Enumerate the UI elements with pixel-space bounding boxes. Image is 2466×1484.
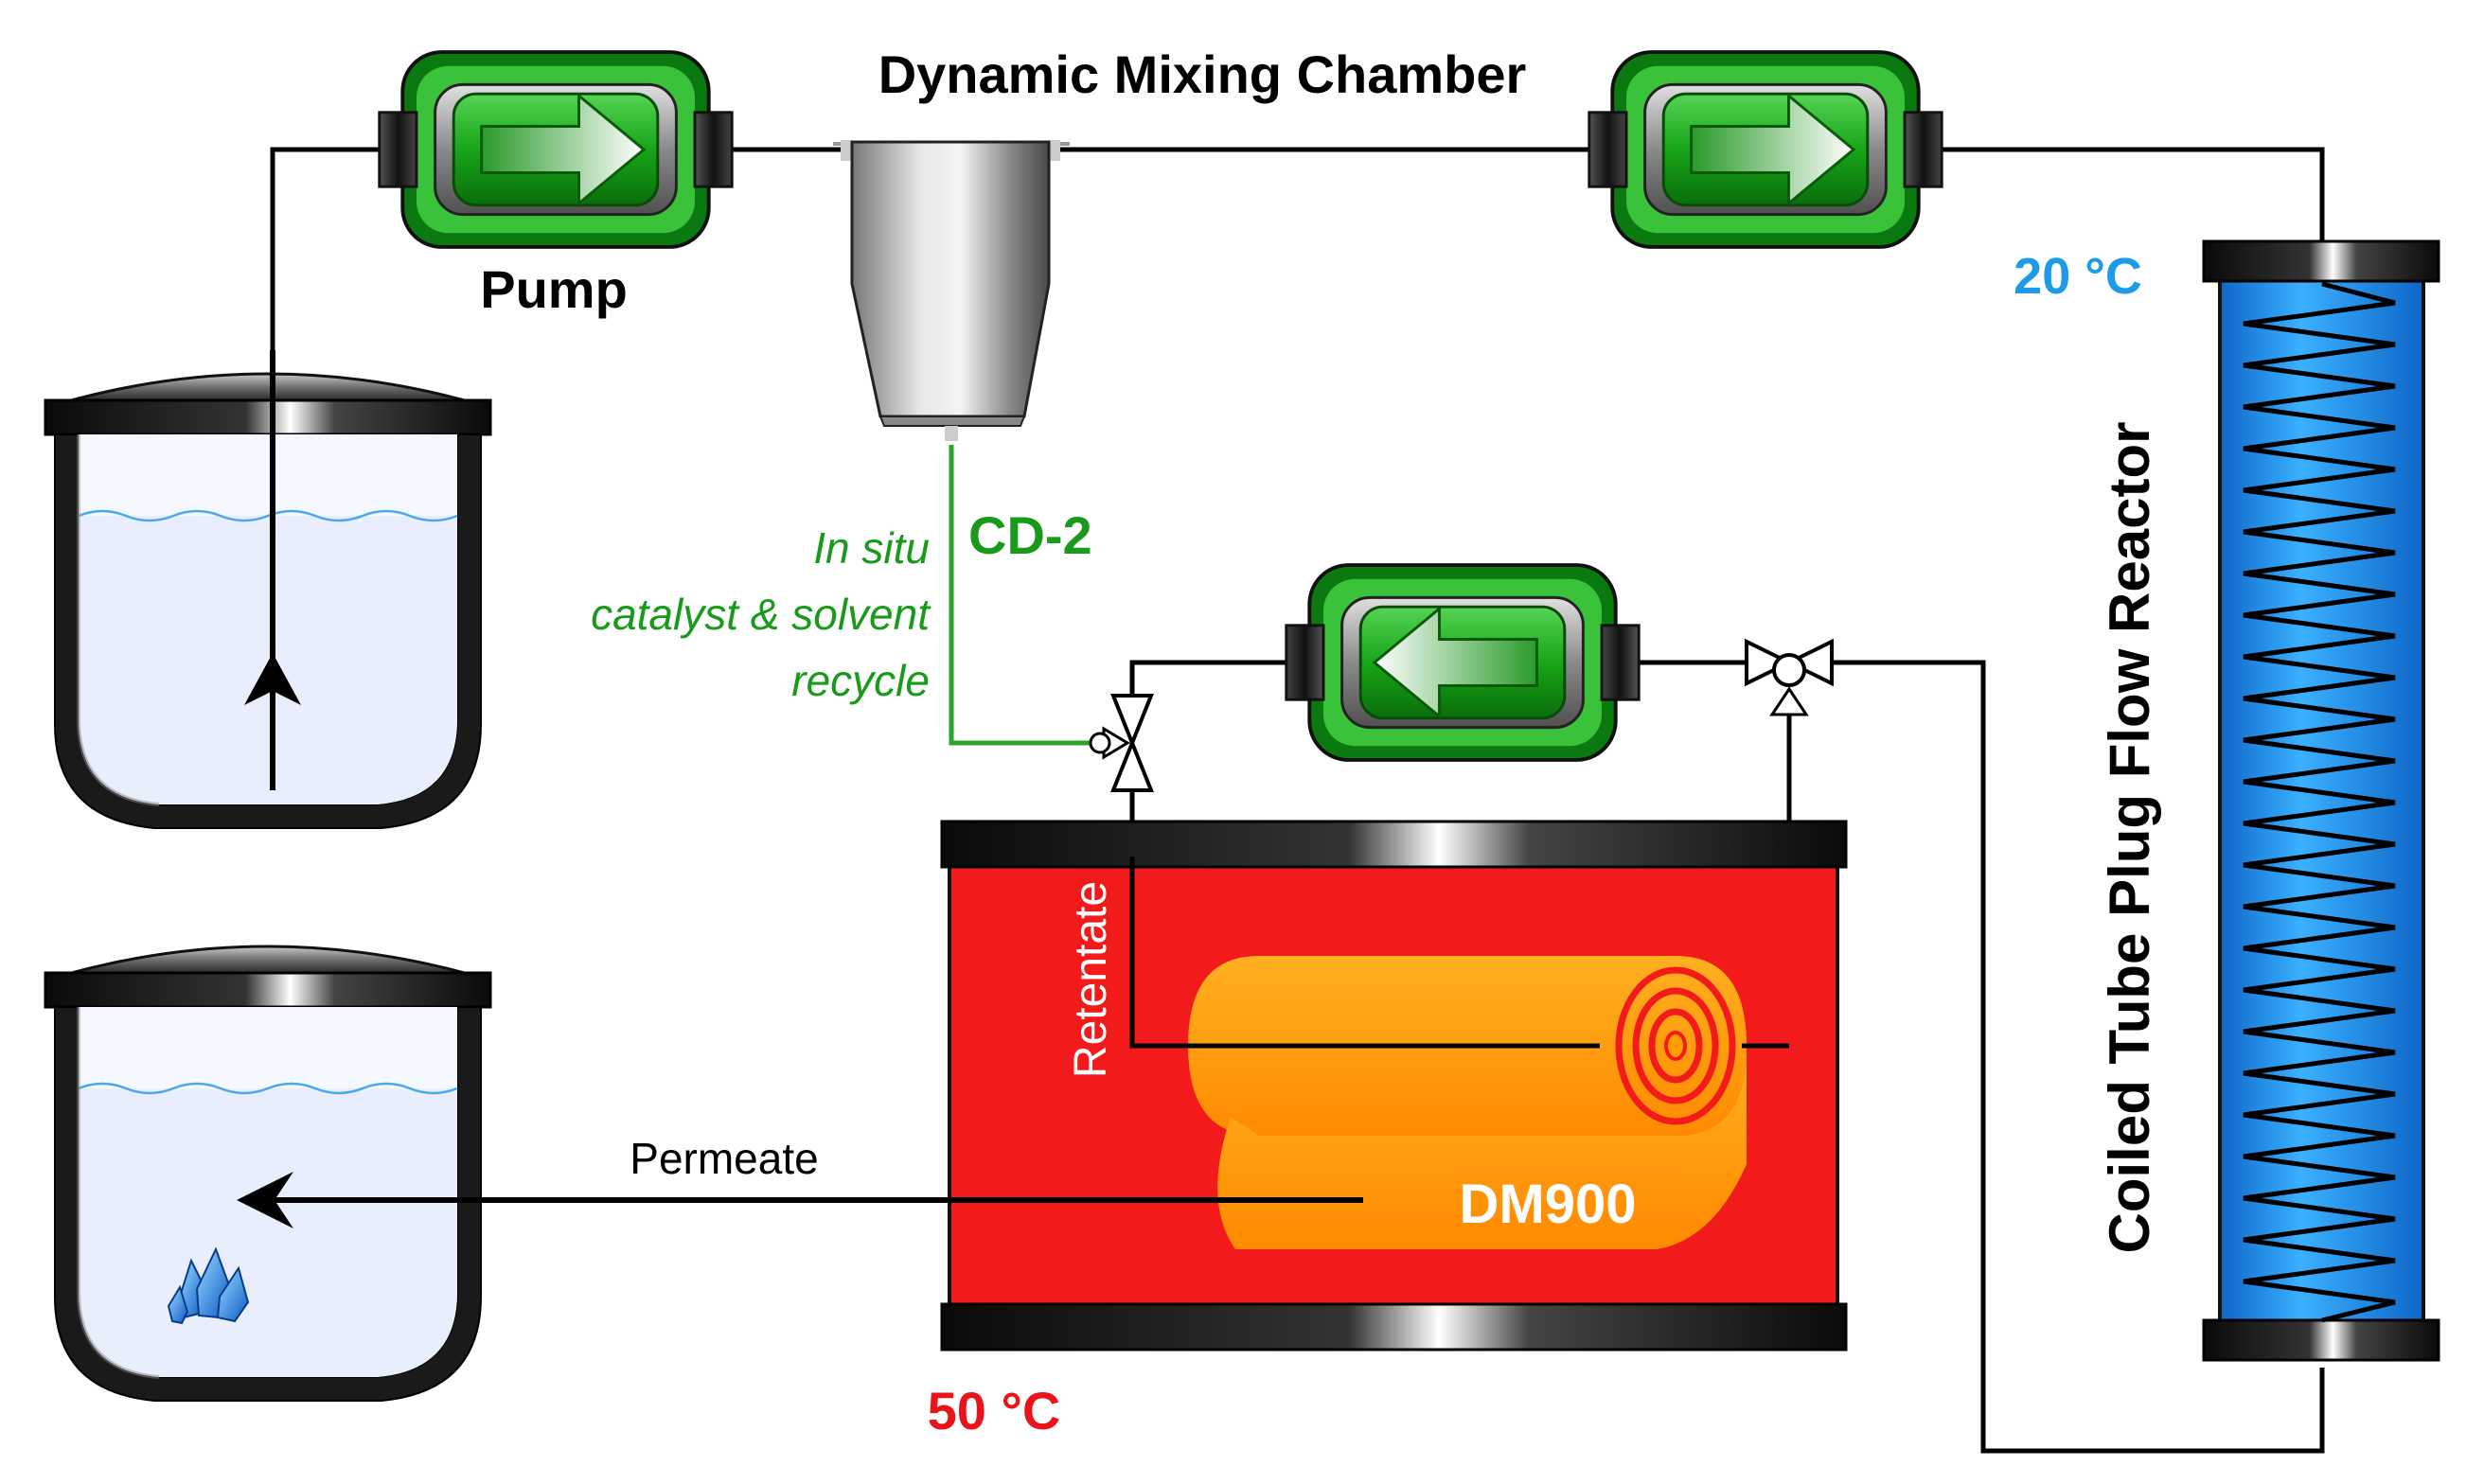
membrane-temperature: 50 °C [928, 1381, 1061, 1440]
reactor-icon [2202, 239, 2440, 1362]
reactor-temperature: 20 °C [2014, 248, 2142, 305]
pump-icon [1284, 563, 1641, 762]
retentate-line [1129, 857, 1600, 1049]
reactor-label: Coiled Tube Plug Flow Reactor [2098, 422, 2161, 1254]
recycle-label-line2: catalyst & solvent [591, 590, 931, 639]
retentate-label: Retentate [1066, 881, 1116, 1078]
crystal-icon [167, 1246, 250, 1325]
pump-icon [1587, 50, 1944, 249]
three-way-valve-icon [1089, 694, 1154, 792]
pump-label: Pump [480, 259, 628, 319]
three-way-valve-icon [1745, 638, 1834, 716]
permeate-arrow [237, 1172, 1363, 1228]
permeate-label: Permeate [630, 1134, 818, 1183]
mixing-chamber-label: Dynamic Mixing Chamber [878, 44, 1527, 104]
pump-icon [377, 50, 735, 249]
stirrer-shaft [244, 374, 301, 790]
feed-vessel [44, 372, 492, 830]
recycle-line [949, 445, 1093, 746]
mixing-chamber-icon [833, 140, 1070, 441]
membrane-label: DM900 [1460, 1174, 1637, 1235]
recycle-label-line3: recycle [791, 656, 930, 705]
product-vessel [44, 945, 492, 1403]
cd2-label: CD-2 [968, 505, 1092, 565]
recycle-label-line1: In situ [813, 523, 930, 573]
